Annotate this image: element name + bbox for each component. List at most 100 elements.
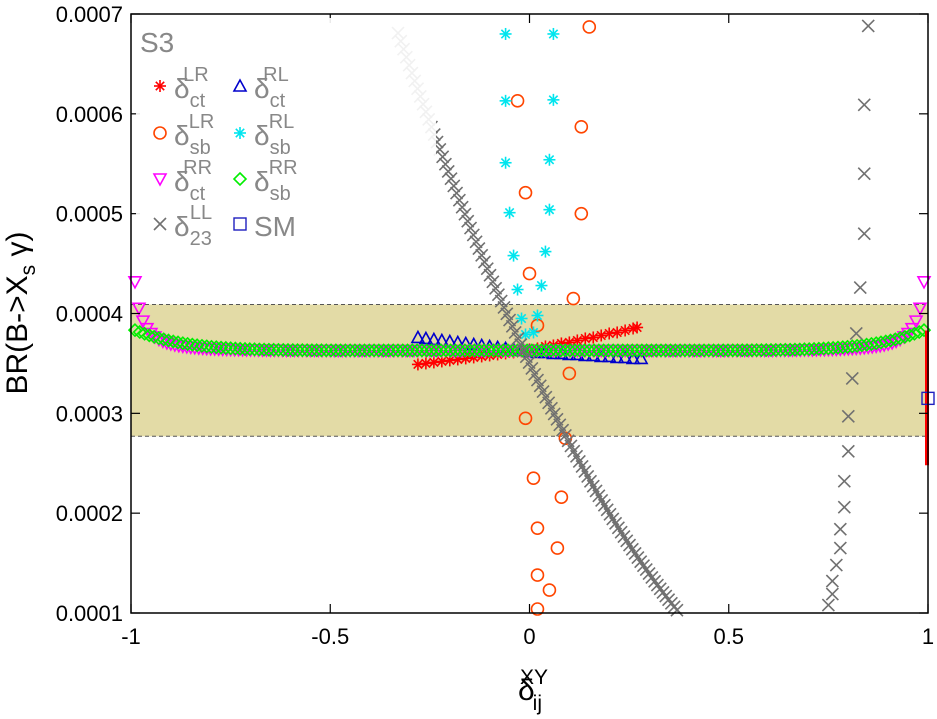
data-point-23_LL_main: [438, 157, 452, 171]
data-point-23_LL_right: [841, 409, 855, 423]
data-point-sb_RR: [185, 337, 200, 352]
legend-marker: [153, 217, 167, 231]
data-point-sb_RR: [682, 343, 697, 358]
data-point-23_LL_main: [489, 281, 503, 295]
legend-label: δsbRL: [254, 111, 294, 159]
data-point-sb_RR: [472, 343, 487, 358]
data-point-sb_RR: [567, 343, 583, 358]
data-point-sb_RR: [496, 343, 511, 358]
data-point-23_LL_main: [463, 221, 478, 235]
data-point-23_LL_main-stroke: [539, 390, 553, 404]
data-point-sb_RR: [491, 343, 506, 358]
data-point-23_LL_main-stroke: [595, 493, 609, 508]
data-point-sb_RR: [352, 343, 367, 358]
x-axis-title-sup: XY: [520, 666, 548, 689]
data-point-23_LL_right: [853, 280, 867, 295]
data-point-23_LL_right-stroke: [841, 444, 855, 458]
data-point-23_LL_main-stroke: [477, 255, 492, 269]
y-tick-label: 0.0003: [56, 401, 123, 426]
data-point-sb_RL-stroke: [516, 313, 527, 324]
data-point-23_LL_main-stroke: [516, 344, 531, 358]
x-axis-title-sub: ij: [533, 692, 542, 715]
data-point-sb_RL-stroke: [544, 204, 555, 215]
data-point-sb_RL-stroke: [540, 246, 551, 257]
data-point-sb_RR: [343, 343, 358, 358]
legend-marker: [233, 217, 247, 231]
data-point-sb_RR: [572, 343, 587, 358]
data-point-sb_RL: [547, 93, 560, 106]
data-point-23_LL_main-stroke: [611, 521, 625, 535]
data-point-sb_LR: [530, 521, 545, 535]
data-point-23_LL_main-stroke: [567, 444, 581, 458]
data-point-sb_RL: [503, 206, 516, 219]
data-point-23_LL_main-stroke: [511, 331, 525, 346]
data-point-sb_RR: [266, 342, 281, 357]
data-point-sb_RL-stroke: [512, 284, 523, 295]
data-point-23_LL_main-stroke: [497, 300, 511, 315]
data-point-23_LL_main-stroke: [628, 546, 642, 561]
data-point-sb_RR: [424, 343, 439, 358]
data-point-ct_LR: [619, 324, 632, 337]
x-tick-label: -1: [121, 624, 141, 649]
data-point-sb_RR: [673, 343, 688, 358]
data-point-ct_LR-stroke: [612, 327, 622, 338]
data-point-ct_RL: [410, 329, 426, 344]
data-point-23_LL_right: [845, 371, 859, 385]
data-point-sb_RL-stroke: [548, 29, 559, 39]
data-point-23_LL_main: [475, 248, 489, 262]
data-point-23_LL_main-stroke: [609, 516, 623, 530]
data-point-23_LL_main-stroke: [670, 603, 684, 617]
data-point-23_LL_main-stroke: [553, 418, 567, 432]
data-point-23_LL_right-stroke: [849, 326, 863, 341]
data-point-23_LL_main-stroke: [572, 454, 586, 468]
y-axis-title-suffix: γ): [1, 231, 34, 264]
data-point-ct_RL: [418, 330, 434, 345]
legend-label: δsbRR: [254, 157, 298, 205]
data-point-sb_RR: [696, 343, 712, 358]
data-point-sb_RR: [438, 343, 453, 358]
data-point-sb_RR: [658, 343, 673, 358]
data-point-ct_LR-stroke: [632, 322, 642, 333]
data-point-sb_RR: [142, 328, 157, 343]
data-point-sb_RR: [323, 343, 339, 358]
legend-entry: SM: [233, 211, 296, 242]
data-point-sb_RR: [558, 343, 573, 358]
data-point-sb_RR: [376, 343, 391, 358]
data-point-sb_RL-stroke: [520, 329, 531, 340]
data-point-sb_RL-stroke: [528, 327, 539, 338]
data-point-sb_RR: [371, 343, 386, 358]
data-point-23_LL_main: [452, 193, 466, 207]
data-point-sb_RR: [625, 343, 640, 358]
data-point-23_LL_main-stroke: [530, 373, 545, 387]
data-point-ct_RL: [442, 333, 458, 348]
data-point-sb_RR: [170, 335, 186, 350]
data-point-23_LL_main-stroke: [631, 551, 645, 565]
data-point-sb_RR: [539, 343, 554, 358]
data-point-23_LL_main: [458, 207, 472, 221]
data-point-sb_RR: [744, 343, 759, 358]
data-point-23_LL_main-stroke: [533, 379, 547, 393]
data-point-sb_LR: [526, 471, 541, 486]
data-point-ct_LR: [611, 326, 624, 339]
data-point-ct_RR: [135, 315, 151, 329]
data-point-sb_RR: [256, 342, 272, 357]
data-point-23_LL_main-stroke: [455, 200, 469, 214]
data-point-ct_LR-stroke: [620, 325, 630, 336]
x-tick-label: -0.5: [311, 624, 349, 649]
legend-label-sup: RL: [263, 64, 289, 86]
data-point-23_LL_main: [494, 294, 508, 308]
data-point-sb_RR: [749, 343, 764, 358]
data-point-23_LL_main-stroke: [617, 529, 631, 544]
data-point-sb_RR: [596, 343, 611, 358]
data-point-23_LL_right: [825, 574, 839, 588]
legend-marker: [234, 127, 246, 139]
data-point-sb_RR: [319, 343, 334, 358]
data-point-sb_RL: [543, 153, 556, 166]
data-point-23_LL_main-stroke: [583, 474, 598, 488]
data-point-23_LL_right-stroke: [861, 19, 875, 33]
y-axis-title: BR(B->Xs γ): [1, 231, 40, 394]
data-point-sb_RL: [511, 283, 524, 296]
data-point-23_LL_main-stroke: [444, 172, 458, 186]
